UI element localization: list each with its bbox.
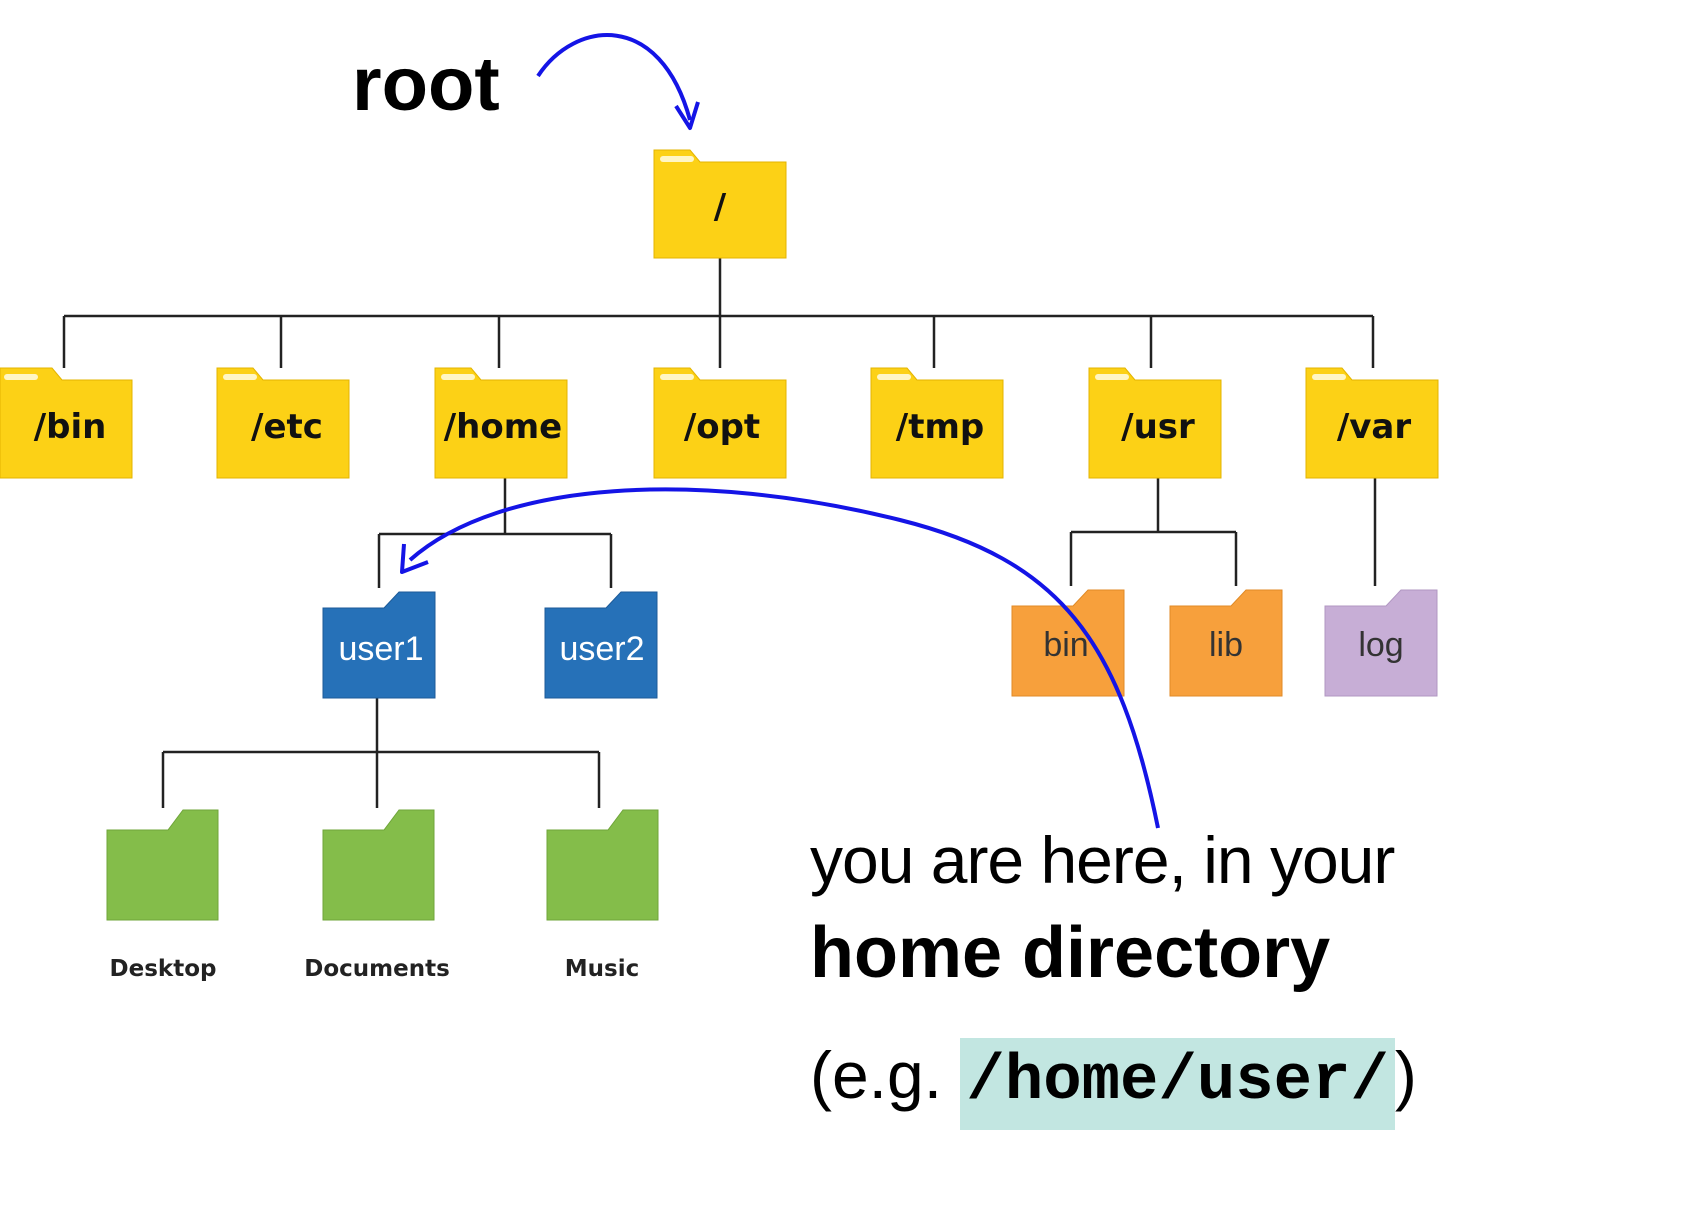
folder-label-user1: user1 <box>338 630 423 668</box>
folder-icon <box>653 149 787 259</box>
folder-label-music: Music <box>565 956 639 982</box>
folder-tab-highlight <box>1095 374 1129 380</box>
folder-label-etc: /etc <box>251 407 323 447</box>
folder-icon <box>870 367 1004 479</box>
folder-label-desktop: Desktop <box>110 956 217 982</box>
note-line-3: (e.g. /home/user/) <box>810 1020 1690 1137</box>
folder-icon <box>1088 367 1222 479</box>
folder-icon <box>106 809 219 921</box>
folder-icon <box>0 367 133 479</box>
note-path-prefix: (e.g. <box>810 1038 961 1112</box>
folder-bin[interactable]: /bin <box>0 367 133 479</box>
root-arrow <box>536 33 700 130</box>
folder-icon <box>322 591 436 699</box>
root-label: root <box>352 42 500 127</box>
folder-usr-lib[interactable]: lib <box>1169 589 1283 697</box>
folder-usr-bin[interactable]: bin <box>1011 589 1125 697</box>
note-line-2: home directory <box>810 913 1331 993</box>
folder-icon <box>434 367 568 479</box>
folder-icon <box>653 367 787 479</box>
folder-label-var: /var <box>1337 407 1412 447</box>
folder-icon <box>322 809 435 921</box>
folder-label-documents: Documents <box>304 956 450 982</box>
folder-usr[interactable]: /usr <box>1088 367 1222 479</box>
folder-tab-highlight <box>4 374 38 380</box>
home-arrow-curve <box>408 487 1160 829</box>
folder-icon <box>1305 367 1439 479</box>
folder-root[interactable]: / <box>653 149 787 259</box>
folder-tab-highlight <box>441 374 475 380</box>
home-arrowhead <box>400 543 429 574</box>
folder-label-home: /home <box>444 407 562 447</box>
folder-var[interactable]: /var <box>1305 367 1439 479</box>
folder-user2[interactable]: user2 <box>544 591 658 699</box>
folder-desktop[interactable]: Desktop <box>106 809 219 982</box>
folder-etc[interactable]: /etc <box>216 367 350 479</box>
folder-label-tmp: /tmp <box>896 407 984 447</box>
folder-label-usr-lib: lib <box>1209 626 1243 664</box>
folder-label-usr-bin: bin <box>1043 626 1088 664</box>
folder-label-opt: /opt <box>684 407 760 447</box>
folder-label-usr: /usr <box>1121 407 1195 447</box>
folder-home[interactable]: /home <box>434 367 568 479</box>
tree-connectors <box>62 258 1377 808</box>
folder-user1[interactable]: user1 <box>322 591 436 699</box>
home-arrow <box>400 487 1160 829</box>
you-are-here-note: you are here, in your home directory (e.… <box>810 812 1690 1137</box>
folder-opt[interactable]: /opt <box>653 367 787 479</box>
folder-tmp[interactable]: /tmp <box>870 367 1004 479</box>
root-arrowhead <box>674 101 700 130</box>
folder-label-var-log: log <box>1358 626 1403 664</box>
folder-label-user2: user2 <box>559 630 644 668</box>
folder-icon <box>1324 589 1438 697</box>
folder-tab-highlight <box>877 374 911 380</box>
folder-icon <box>1011 589 1125 697</box>
folder-icon <box>546 809 659 921</box>
folder-music[interactable]: Music <box>546 809 659 982</box>
example-path: /home/user/ <box>960 1038 1395 1130</box>
note-path-suffix: ) <box>1394 1038 1417 1112</box>
folder-var-log[interactable]: log <box>1324 589 1438 697</box>
folder-icon <box>216 367 350 479</box>
folder-tab-highlight <box>660 156 694 162</box>
folder-tab-highlight <box>1312 374 1346 380</box>
folder-label-root: / <box>714 187 727 227</box>
folder-icon <box>1169 589 1283 697</box>
folder-label-bin: /bin <box>34 407 107 447</box>
folder-icon <box>544 591 658 699</box>
folder-tab-highlight <box>660 374 694 380</box>
folder-tab-highlight <box>223 374 257 380</box>
root-arrow-curve <box>536 33 692 121</box>
folder-documents[interactable]: Documents <box>304 809 450 982</box>
note-line-1: you are here, in your <box>810 823 1395 897</box>
